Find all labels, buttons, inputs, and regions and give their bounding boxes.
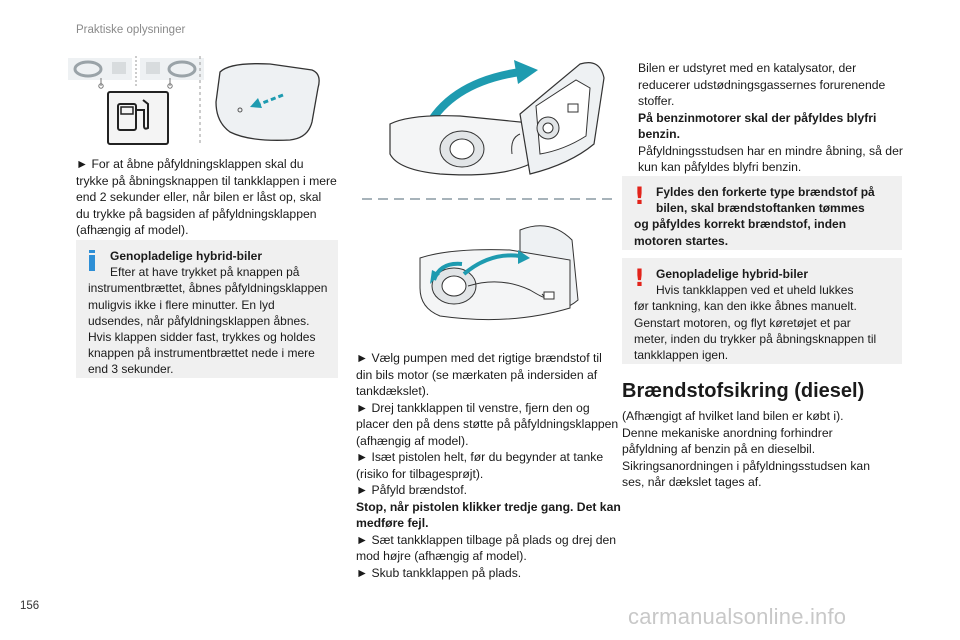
info-icon (88, 250, 96, 272)
warning-box-hybrid: ! Genopladelige hybrid-biler Hvis tankkl… (622, 258, 902, 364)
text-line: (afhængig af model). (356, 433, 469, 448)
text-line: motoren startes. (634, 233, 729, 248)
text-line-bold: benzin. (638, 127, 680, 141)
text-line: knappen på instrumentbrættet nede i mere (88, 346, 315, 361)
text-line: din bils motor (se mærkaten på inderside… (356, 367, 598, 382)
text-line: mod højre (afhængig af model). (356, 549, 527, 563)
diesel-section-paragraph: (Afhængigt af hvilket land bilen er købt… (622, 408, 902, 491)
text-line: tankdækslet). (356, 384, 430, 398)
warning-box-fuel-type: ! Fyldes den forkerte type brændstof på … (622, 176, 902, 250)
text-line-bold: Stop, når pistolen klikker tredje gang. … (356, 499, 621, 514)
text-line: reducerer udstødningsgassernes forurenen… (638, 77, 886, 92)
info-box-title: Genopladelige hybrid-biler (110, 249, 263, 263)
text-line: Sikringsanordningen i påfyldningsstudsen… (622, 458, 870, 473)
text-line: ► Isæt pistolen helt, før du begynder at… (356, 450, 604, 464)
text-line: Hvis tankklappen ved et uheld lukkes (656, 283, 854, 298)
text-line: ► Drej tankklappen til venstre, fjern de… (356, 400, 590, 415)
text-line: ► Skub tankklappen på plads. (356, 565, 522, 580)
text-line: (Afhængigt af hvilket land bilen er købt… (622, 409, 844, 423)
text-line: påfyldning af benzin på en dieselbil. (622, 442, 816, 456)
warning-box-title: Genopladelige hybrid-biler (656, 267, 809, 281)
text-line: ► For at åbne påfyldningsklappen skal du (76, 157, 304, 171)
text-line: ► Vælg pumpen med det rigtige brændstof … (356, 351, 602, 365)
text-line: Påfyldningsstudsen har en mindre åbning,… (638, 143, 903, 158)
text-line: muligvis ikke i flere minutter. En lyd (88, 297, 275, 312)
text-line: Bilen er udstyret med en katalysator, de… (638, 61, 857, 75)
fuel-cap-removal-illustration (389, 60, 605, 176)
text-line: (afhængig af model). (76, 223, 189, 237)
text-line: placer den på dens støtte på påfyldnings… (356, 417, 619, 431)
left-instruction-paragraph: ► For at åbne påfyldningsklappen skal du… (76, 156, 338, 239)
text-line-bold: På benzinmotorer skal der påfyldes blyfr… (638, 110, 877, 125)
text-line: Genstart motoren, og flyt køretøjet et p… (634, 315, 851, 330)
text-line: ses, når dækslet tages af. (622, 475, 762, 489)
right-intro-paragraph: Bilen er udstyret med en katalysator, de… (638, 60, 906, 176)
text-line-bold: medføre fejl. (356, 516, 429, 530)
section-heading: Brændstofsikring (diesel) (622, 380, 865, 402)
text-line: Denne mekaniske anordning forhindrer (622, 425, 833, 440)
text-line: Fyldes den forkerte type brændstof på (656, 185, 875, 199)
text-line: du trykke på bagsiden af påfyldningsklap… (76, 206, 317, 221)
text-line: og påfyldes korrekt brændstof, inden (634, 217, 847, 232)
fuel-door-button-illustration (68, 56, 320, 146)
text-line: Hvis klappen sidder fast, trykkes og hol… (88, 330, 316, 345)
info-box-hybrid: Genopladelige hybrid-biler Efter at have… (76, 240, 338, 378)
text-line: meter, inden du trykker på åbningsknappe… (634, 331, 877, 346)
text-line: kun kan påfyldes blyfri benzin. (638, 160, 802, 174)
text-line: ► Sæt tankklappen tilbage på plads og dr… (356, 532, 617, 547)
text-line: end 3 sekunder. (88, 362, 174, 377)
text-line: (risiko for tilbagesprøjt). (356, 466, 484, 481)
text-line: trykke på åbningsknappen til tankklappen… (76, 173, 337, 188)
text-line: end 2 sekunder eller, når bilen er låst … (76, 190, 322, 204)
warning-icon: ! (634, 182, 645, 210)
text-line: Efter at have trykket på knappen på (110, 265, 300, 280)
text-line: tankklappen igen. (634, 348, 729, 363)
text-line: instrumentbrættet, åbnes påfyldningsklap… (88, 281, 328, 296)
steering-wheel-icon (68, 58, 132, 89)
divider-dashes (362, 198, 612, 200)
page-number: 156 (20, 600, 40, 612)
warning-icon: ! (634, 264, 645, 292)
page-header-title: Praktiske oplysninger (76, 24, 186, 36)
watermark: carmanualsonline.info (628, 604, 847, 629)
text-line: før tankning, kan den ikke åbnes manuelt… (634, 299, 857, 314)
fuel-cap-turning-illustration (419, 225, 579, 321)
text-line: ► Påfyld brændstof. (356, 483, 467, 497)
fuel-flap-illustration (215, 63, 320, 141)
text-line: udsendes, når påfyldningsklappen åbnes. (88, 313, 310, 328)
text-line: stoffer. (638, 94, 675, 108)
middle-instructions: ► Vælg pumpen med det rigtige brændstof … (356, 350, 628, 581)
text-line: bilen, skal brændstoftanken tømmes (656, 201, 865, 216)
steering-wheel-icon (140, 58, 204, 89)
fuel-pump-icon (107, 91, 169, 145)
